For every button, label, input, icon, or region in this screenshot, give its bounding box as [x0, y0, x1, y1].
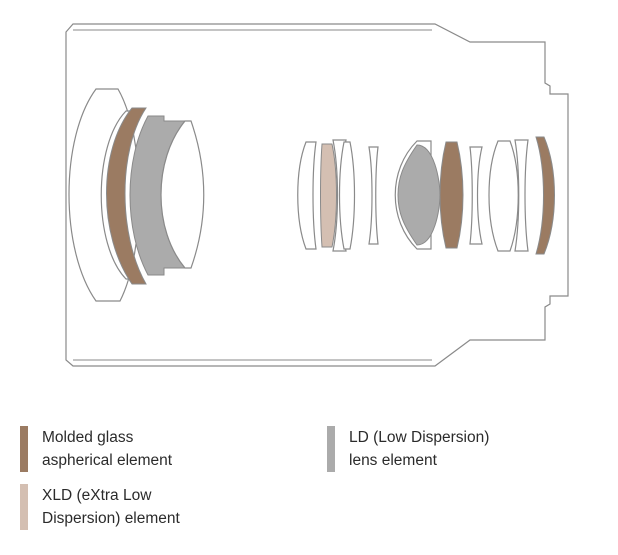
legend-item-molded: Molded glass aspherical element	[20, 426, 172, 472]
front-rear-element	[160, 120, 205, 269]
middle-lens-element-4	[368, 146, 379, 245]
legend-label-ld-line1: LD (Low Dispersion)	[349, 429, 490, 446]
legend-label-xld-line2: Dispersion) element	[42, 510, 180, 527]
legend-label-molded-line1: Molded glass	[42, 429, 134, 446]
legend-item-xld: XLD (eXtra Low Dispersion) element	[20, 484, 180, 530]
middle-lens-element-3	[338, 141, 356, 250]
legend-swatch-ld	[327, 426, 335, 472]
molded-aspherical-rear-element	[535, 136, 555, 255]
legend-label-molded: Molded glass aspherical element	[42, 426, 172, 472]
molded-aspherical-front-element	[106, 107, 147, 285]
rear-lens-element-4	[514, 139, 529, 252]
legend-label-molded-line2: aspherical element	[42, 452, 173, 469]
legend-item-ld: LD (Low Dispersion) lens element	[327, 426, 489, 472]
xld-element	[320, 143, 337, 248]
legend-label-ld: LD (Low Dispersion) lens element	[349, 426, 489, 472]
legend-label-ld-line2: lens element	[349, 452, 437, 469]
rear-lens-element-2	[469, 146, 483, 245]
legend-label-xld: XLD (eXtra Low Dispersion) element	[42, 484, 180, 530]
ld-rear-element	[397, 144, 441, 246]
legend-swatch-xld	[20, 484, 28, 530]
lens-cross-section-diagram	[65, 23, 569, 367]
rear-lens-element-3	[488, 140, 519, 252]
middle-lens-element-1	[297, 141, 317, 250]
lens-barrel-outline	[65, 23, 569, 367]
molded-aspherical-middle-element	[439, 141, 464, 249]
legend-swatch-molded	[20, 426, 28, 472]
legend-label-xld-line1: XLD (eXtra Low	[42, 487, 152, 504]
